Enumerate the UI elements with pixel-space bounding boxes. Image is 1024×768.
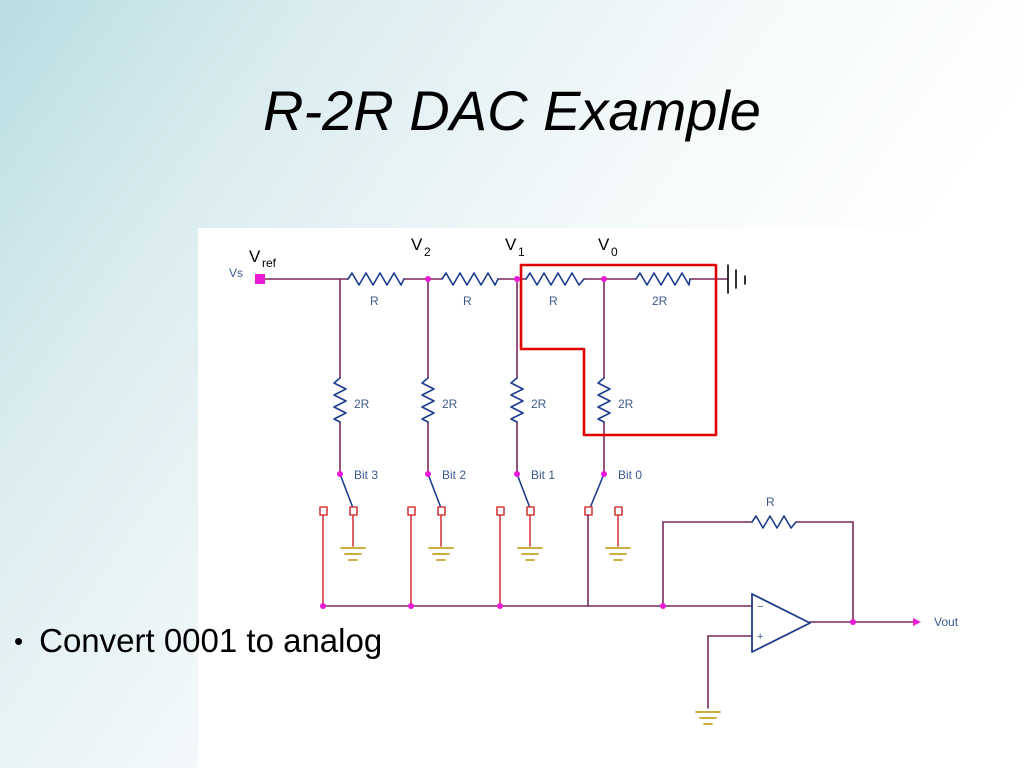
vertical-legs <box>339 278 605 473</box>
bullet-dot: • <box>14 625 24 656</box>
resistor-r-2 <box>441 272 499 286</box>
shunt-resistor-label-bit1: 2R <box>531 397 547 411</box>
opamp-inverting-label: − <box>757 601 763 613</box>
series-resistor-label-3: R <box>549 294 558 308</box>
switch-contacts <box>319 506 623 516</box>
shunt-resistor-bit3 <box>333 377 347 423</box>
junction-nodes <box>320 276 856 625</box>
series-resistor-label-4: 2R <box>652 294 668 308</box>
series-resistor-label-1: R <box>370 294 379 308</box>
highlight-outline <box>519 263 718 437</box>
series-resistors <box>347 272 691 286</box>
terminal-symbol <box>727 264 746 294</box>
v2-subscript: 2 <box>424 245 431 259</box>
shunt-resistors <box>333 377 611 423</box>
v0-subscript: 0 <box>611 245 618 259</box>
opamp-triangle <box>751 593 811 653</box>
shunt-resistor-bit1 <box>510 377 524 423</box>
resistor-2r-series <box>635 272 691 286</box>
ground-legs <box>352 514 619 547</box>
v1-subscript: 1 <box>518 245 525 259</box>
terminal-nodes <box>255 274 921 626</box>
shunt-resistor-label-bit3: 2R <box>354 397 370 411</box>
series-resistor-label-2: R <box>463 294 472 308</box>
shunt-resistor-bit2 <box>421 377 435 423</box>
v1-label: V <box>505 235 517 254</box>
resistor-r-3 <box>525 272 585 286</box>
v0-label: V <box>598 235 610 254</box>
ground-symbols <box>340 547 721 725</box>
component-labels: Vs Vout R R R 2R 2R 2R 2R 2R Bit 3 Bit 2… <box>229 266 959 643</box>
shunt-resistor-label-bit0: 2R <box>618 397 634 411</box>
feedback-resistor <box>751 515 797 529</box>
bullet-text: Convert 0001 to analog <box>39 622 383 659</box>
summing-bus-wires <box>322 514 919 709</box>
opamp-noninverting-label: + <box>757 631 763 643</box>
switch-blades <box>339 473 605 509</box>
v2-label: V <box>411 235 423 254</box>
bit2-label: Bit 2 <box>442 468 466 482</box>
vref-subscript: ref <box>262 256 277 270</box>
shunt-resistor-label-bit2: 2R <box>442 397 458 411</box>
vref-label: V <box>249 247 261 266</box>
resistor-r-1 <box>347 272 405 286</box>
output-label: Vout <box>934 615 959 629</box>
circuit-panel <box>198 228 1024 768</box>
bit1-label: Bit 1 <box>531 468 555 482</box>
shunt-resistor-bit0 <box>597 377 611 423</box>
feedback-resistor-label: R <box>766 495 775 509</box>
source-label: Vs <box>229 266 243 280</box>
bullet-item: • Convert 0001 to analog <box>14 622 382 660</box>
slide-title: R-2R DAC Example <box>263 79 761 142</box>
bit0-label: Bit 0 <box>618 468 642 482</box>
node-labels: V ref V 2 V 1 V 0 <box>249 235 618 270</box>
bit3-label: Bit 3 <box>354 468 378 482</box>
summing-bus <box>322 514 501 607</box>
